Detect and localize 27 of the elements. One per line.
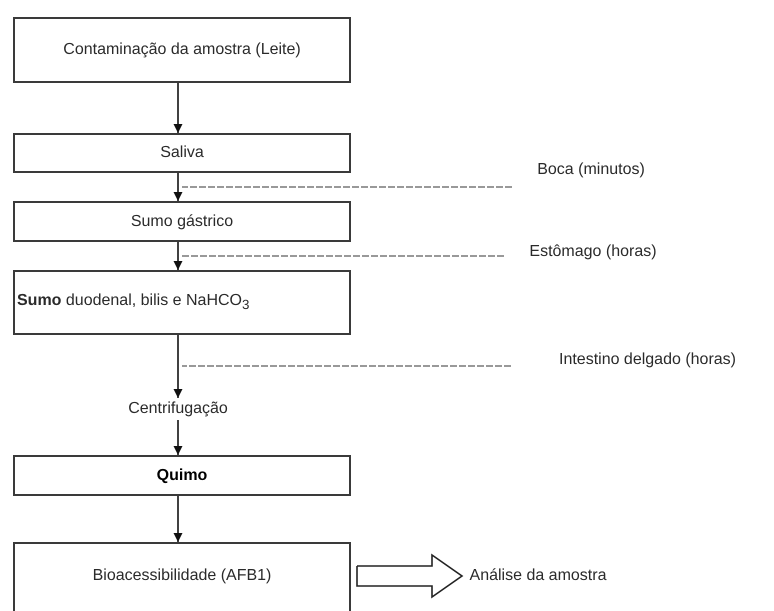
arrow <box>174 173 182 201</box>
step-text: Quimo <box>156 466 208 484</box>
step-text: Contaminação da amostra (Leite) <box>63 41 301 59</box>
step-text: Centrifugação <box>120 398 236 420</box>
process-box <box>13 17 351 83</box>
arrow <box>174 335 182 398</box>
step-text: Sumo gástrico <box>130 212 234 230</box>
stage-label: Intestino delgado (horas) <box>525 349 770 371</box>
arrow <box>174 420 182 455</box>
step-text: Bioacessibilidade (AFB1) <box>92 567 272 585</box>
step-text: Sumo duodenal, bilis e NaHCO$_{3}$ <box>16 292 250 313</box>
process-box <box>13 201 351 242</box>
leader-line <box>182 365 511 367</box>
arrow <box>174 242 182 270</box>
process-box <box>13 455 351 496</box>
process-box <box>13 270 351 335</box>
arrow <box>174 496 182 542</box>
stage-label: Estômago (horas) <box>518 241 668 263</box>
process-box <box>13 542 351 611</box>
stage-label: Boca (minutos) <box>526 159 656 181</box>
leader-line <box>182 255 504 257</box>
step-text: Saliva <box>160 144 204 162</box>
process-box <box>13 133 351 173</box>
block-arrow <box>356 553 464 599</box>
arrow <box>174 83 182 133</box>
leader-line <box>182 186 512 188</box>
step-text: Análise da amostra <box>463 565 613 587</box>
